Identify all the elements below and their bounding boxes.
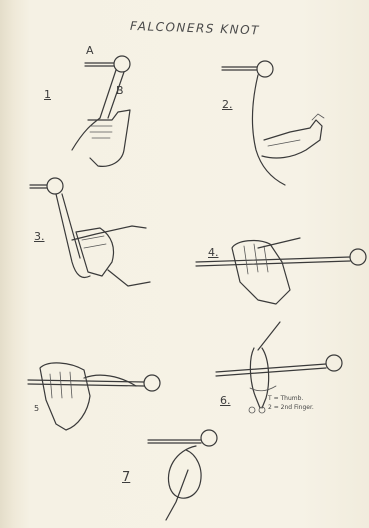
step-5-label: 5 xyxy=(34,404,39,413)
label-b: B xyxy=(116,84,124,97)
note-line-finger: 2 = 2nd Finger. xyxy=(268,403,314,412)
step-4-label: 4. xyxy=(208,246,219,259)
figure-7 xyxy=(148,430,217,520)
step-7-label: 7 xyxy=(122,470,130,485)
note-line-thumb: T = Thumb. xyxy=(268,394,314,403)
step-3-label: 3. xyxy=(34,230,45,243)
step-1-label: 1 xyxy=(44,88,51,101)
finger-key-note: T = Thumb. 2 = 2nd Finger. xyxy=(268,394,314,412)
figure-5 xyxy=(28,363,160,430)
label-a: A xyxy=(86,44,94,57)
figure-4 xyxy=(196,238,366,304)
step-6-label: 6. xyxy=(220,394,231,407)
figure-2 xyxy=(222,61,324,185)
figure-1 xyxy=(72,56,130,166)
figure-3 xyxy=(30,178,150,286)
step-2-label: 2. xyxy=(222,98,233,111)
